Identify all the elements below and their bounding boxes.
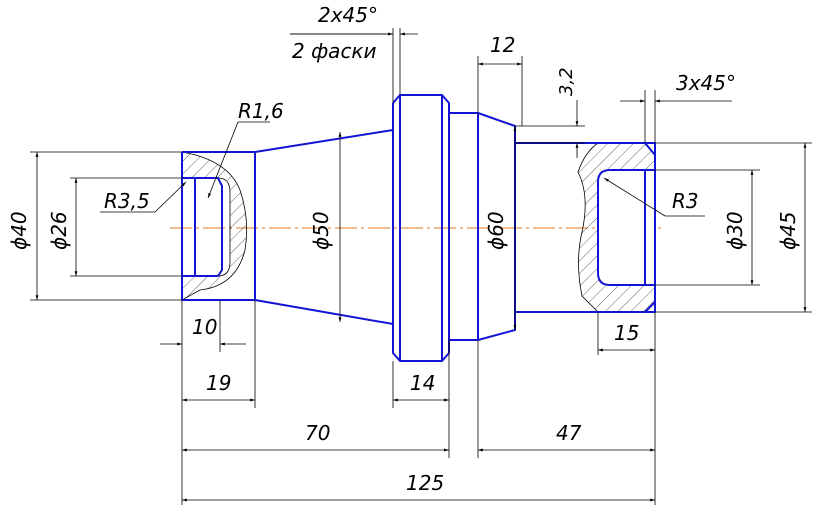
dia-26-label: ϕ26 — [47, 211, 71, 250]
dim-12-label: 12 — [490, 33, 515, 57]
chamfer-label-top: 2x45° — [318, 3, 378, 27]
dia-30-label: ϕ30 — [723, 211, 747, 250]
dimension-lines — [30, 28, 812, 505]
dim-70-label: 70 — [305, 421, 330, 445]
radius-r3-label: R3 — [672, 189, 699, 213]
radius-r35-label: R3,5 — [104, 189, 150, 213]
dim-19-label: 19 — [206, 371, 231, 395]
chamfer-label-right: 3x45° — [676, 71, 736, 95]
dia-60-label: ϕ60 — [484, 211, 508, 250]
radius-r16-label: R1,6 — [238, 99, 284, 123]
dim-14-label: 14 — [410, 371, 435, 395]
dim-125-label: 125 — [406, 471, 444, 495]
right-bore-void — [598, 170, 655, 285]
dia-40-label: ϕ40 — [7, 211, 31, 250]
dim-10-label: 10 — [192, 315, 217, 339]
dim-3-2-label: 3,2 — [556, 67, 577, 96]
chamfer-count-label: 2 фаски — [292, 39, 377, 63]
dia-50-label: ϕ50 — [309, 211, 333, 250]
dim-47-label: 47 — [556, 421, 582, 445]
dim-15-label: 15 — [614, 321, 639, 345]
dia-45-label: ϕ45 — [776, 211, 800, 250]
left-bore-section-hatch — [181, 151, 248, 301]
